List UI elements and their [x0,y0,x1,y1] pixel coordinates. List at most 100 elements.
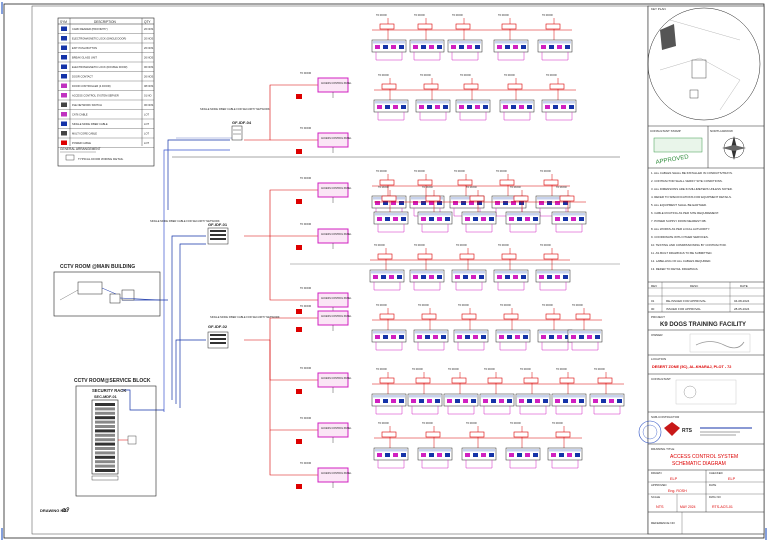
rack-unit [95,425,115,428]
rack-unit [95,403,115,406]
controller-tag [415,377,431,384]
card-reader-icon [555,217,560,221]
card-reader-icon [413,275,418,279]
door-unit: TO DOOR [413,305,449,351]
card-reader-icon [481,453,486,457]
card-reader-icon [559,453,564,457]
door-label: TO DOOR [542,305,553,307]
legend-rows: CARD READER (PROXIMITY)26 NOSELECTROMAGN… [58,26,154,148]
key-plan-label: KEY PLAN [651,7,666,11]
door-unit: TO DOOR [373,187,409,233]
door-label: TO DOOR [378,187,389,189]
panel-label: ACCESS CONTROL PANEL [321,82,352,85]
legend-item-desc: ELECTROMAGNETIC LOCK (DOUBLE DOOR) [72,65,127,69]
card-reader-icon [377,453,382,457]
card-reader-icon [433,335,438,339]
door-label: TO DOOR [510,187,521,189]
card-reader-icon [429,45,434,49]
rev-01-desc: RE-ISSUED FOR APPROVAL [666,299,706,303]
card-reader-icon [421,201,426,205]
legend-item-desc: SINGLE MODE FIBER CABLE [72,122,108,126]
card-reader-icon [505,275,510,279]
card-reader-icon [515,335,520,339]
door-unit: TO DOOR [551,369,587,415]
company-logo: RTS [664,422,754,436]
drawing-title-line2: SCHEMATIC DIAGRAM [672,461,726,467]
door-unit: TO DOOR [499,75,535,121]
card-reader-icon [417,335,422,339]
door-label: TO DOOR [510,423,521,425]
controller-tag [543,179,559,186]
card-reader-icon [375,399,380,403]
card-reader-icon [545,105,550,109]
card-reader-icon [495,201,500,205]
dwg-no-value: RTS-ACS-01 [712,505,733,509]
owner-label: OWNER [651,333,663,337]
card-reader-icon [383,335,388,339]
rack-unit [95,411,115,415]
card-reader-icon [393,453,398,457]
card-reader-icon [513,275,518,279]
controller-tag [377,253,393,260]
card-reader-icon [521,45,526,49]
contractor-seal [638,420,662,444]
panel-label: ACCESS CONTROL PANEL [321,187,352,190]
card-reader-icon [429,275,434,279]
card-reader-icon [383,201,388,205]
legend-item-desc: POWER CABLE [72,141,91,145]
drawn-label: DRAWN [651,471,661,475]
door-label: TO DOOR [376,171,387,173]
controller-tag [417,23,433,30]
card-reader-icon [377,217,382,221]
door-label: TO DOOR [300,417,311,420]
door-branches: TO DOOR TO DOOR TO DOOR TO DOOR TO DOOR TO DO… [369,15,625,469]
card-reader-icon [595,335,600,339]
door-unit: TO DOOR [505,423,541,469]
card-reader-icon [473,453,478,457]
location-value: DESERT ZONE (5C), AL-KHARAJ, PLOT - 72 [652,365,731,369]
drawing-label: DRAWING NO [40,508,66,513]
card-reader-icon [569,105,574,109]
card-reader-icon [541,45,546,49]
rack-slots [95,403,115,472]
door-label: TO DOOR [374,245,385,247]
card-reader-icon [453,201,458,205]
approved-stamp: APPROVED [655,154,690,166]
approved-by-value: Eng. ROSH [668,489,687,493]
card-reader-icon [411,399,416,403]
door-label: TO DOOR [300,223,311,226]
card-reader-icon [489,453,494,457]
legend-symbol-icon [61,102,67,107]
card-reader-icon [497,45,502,49]
card-reader-icon [503,105,508,109]
door-label: TO DOOR [300,462,311,465]
drawing-label-num: ФЎ [62,506,70,514]
card-reader-icon [465,217,470,221]
rack-unit [95,469,115,472]
legend-symbol-icon [61,26,67,31]
controller-tag [513,195,529,202]
card-reader-icon [437,275,442,279]
rack-unit [95,429,115,433]
door-unit: TO DOOR [505,187,541,233]
company-name: RTS [682,428,693,434]
consultant-stamp [653,137,703,153]
card-reader-icon [565,45,570,49]
door-label: TO DOOR [542,15,553,17]
break-glass-icon [296,439,302,444]
legend-typical-note: TYPICAL DOOR WIRING DETAIL [78,157,124,161]
date-value: MAY 2024 [680,505,696,509]
card-reader-icon [475,45,480,49]
card-reader-icon [455,275,460,279]
break-glass-icon [296,199,302,204]
main-distribution-trunk [244,84,318,476]
card-reader-icon [435,105,440,109]
card-reader-icon [447,399,452,403]
note-line: 6. CABLE ROUTING AS PER SITE REQUIREMENT… [651,211,719,215]
door-unit: TO DOOR [415,75,451,121]
project-label: PROJECT [651,315,665,319]
